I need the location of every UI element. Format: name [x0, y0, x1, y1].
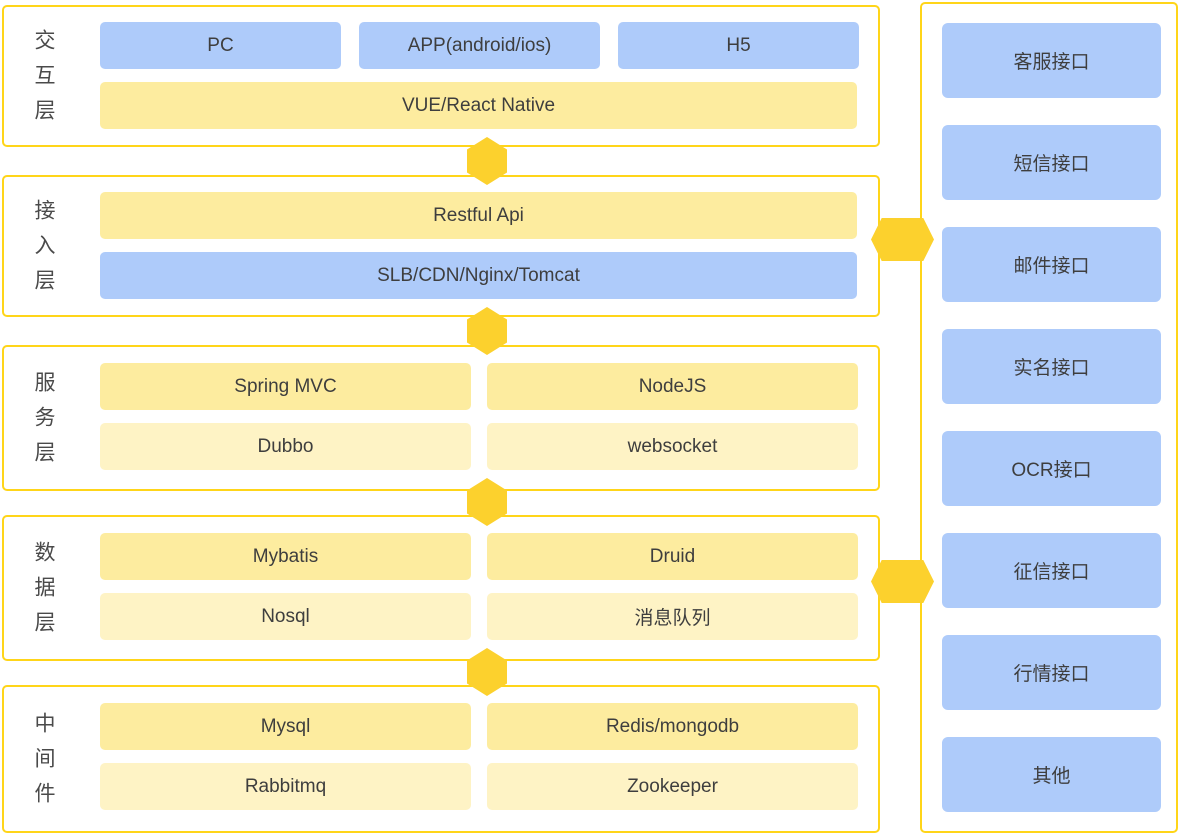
sidebar-item-market-api: 行情接口 — [942, 635, 1161, 710]
sidebar-external-interfaces: 客服接口 短信接口 邮件接口 实名接口 OCR接口 征信接口 行情接口 其他 — [920, 2, 1178, 833]
sidebar-item-realname-api: 实名接口 — [942, 329, 1161, 404]
layer-label-data: 数据层 — [34, 541, 56, 635]
sidebar-item-credit-api: 征信接口 — [942, 533, 1161, 608]
node-websocket: websocket — [487, 423, 858, 470]
layer-label-access: 接入层 — [34, 199, 56, 293]
layer-label-service: 服务层 — [34, 371, 56, 465]
node-zookeeper: Zookeeper — [487, 763, 858, 810]
sidebar-item-email-api: 邮件接口 — [942, 227, 1161, 302]
node-slb-cdn-nginx-tomcat: SLB/CDN/Nginx/Tomcat — [100, 252, 857, 299]
sidebar-item-customer-service-api: 客服接口 — [942, 23, 1161, 98]
node-app: APP(android/ios) — [359, 22, 600, 69]
node-rabbitmq: Rabbitmq — [100, 763, 471, 810]
node-dubbo: Dubbo — [100, 423, 471, 470]
sidebar-item-other-api: 其他 — [942, 737, 1161, 812]
hexagon-connector-icon — [871, 218, 934, 261]
hexagon-connector-icon — [871, 560, 934, 603]
layer-middleware: 中间件 Mysql Redis/mongodb Rabbitmq Zookeep… — [2, 685, 880, 833]
layer-service: 服务层 Spring MVC NodeJS Dubbo websocket — [2, 345, 880, 491]
node-redis-mongodb: Redis/mongodb — [487, 703, 858, 750]
node-restful-api: Restful Api — [100, 192, 857, 239]
layer-interaction: 交互层 PC APP(android/ios) H5 VUE/React Nat… — [2, 5, 880, 147]
layer-label-interaction: 交互层 — [34, 29, 56, 123]
node-mysql: Mysql — [100, 703, 471, 750]
node-vue-react-native: VUE/React Native — [100, 82, 857, 129]
node-nosql: Nosql — [100, 593, 471, 640]
node-pc: PC — [100, 22, 341, 69]
sidebar-item-sms-api: 短信接口 — [942, 125, 1161, 200]
layer-access: 接入层 Restful Api SLB/CDN/Nginx/Tomcat — [2, 175, 880, 317]
node-mybatis: Mybatis — [100, 533, 471, 580]
node-spring-mvc: Spring MVC — [100, 363, 471, 410]
node-druid: Druid — [487, 533, 858, 580]
node-h5: H5 — [618, 22, 859, 69]
node-message-queue: 消息队列 — [487, 593, 858, 640]
layer-data: 数据层 Mybatis Druid Nosql 消息队列 — [2, 515, 880, 661]
node-nodejs: NodeJS — [487, 363, 858, 410]
layer-label-middleware: 中间件 — [34, 712, 56, 806]
sidebar-item-ocr-api: OCR接口 — [942, 431, 1161, 506]
